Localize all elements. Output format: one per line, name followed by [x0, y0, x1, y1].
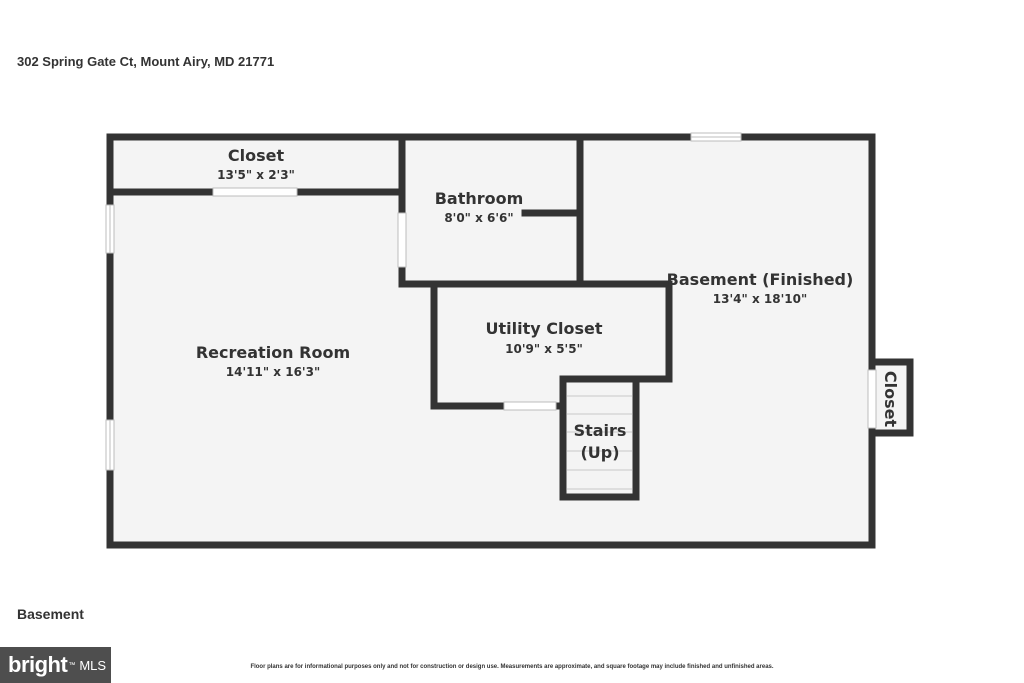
basement-dims: 13'4" x 18'10" [713, 292, 807, 306]
utility-closet-name: Utility Closet [486, 319, 603, 338]
disclaimer-text: Floor plans are for informational purpos… [250, 664, 774, 670]
logo-mls: MLS [79, 657, 107, 673]
recreation-room-dims: 14'11" x 16'3" [226, 365, 320, 379]
basement-name: Basement (Finished) [667, 270, 854, 289]
listing-address: 302 Spring Gate Ct, Mount Airy, MD 21771 [17, 54, 275, 69]
closet-top-name: Closet [228, 146, 285, 165]
side-closet-door-opening [867, 369, 877, 429]
window-lines [109, 136, 741, 470]
stairs-direction: (Up) [580, 443, 619, 462]
utility-closet-dims: 10'9" x 5'5" [505, 342, 583, 356]
side-closet-name: Closet [881, 371, 900, 428]
bathroom-name: Bathroom [435, 189, 524, 208]
closet-top-dims: 13'5" x 2'3" [217, 168, 295, 182]
floor-label: Basement [17, 606, 84, 622]
logo-wordmark: bright [8, 652, 68, 677]
recreation-room-name: Recreation Room [196, 343, 350, 362]
utility-door-opening [503, 401, 557, 411]
floor-area [110, 137, 872, 545]
stair-treads [567, 395, 632, 490]
logo-trademark: ™ [68, 661, 76, 669]
bathroom-dims: 8'0" x 6'6" [444, 211, 513, 225]
stairs-name: Stairs [574, 421, 627, 440]
closet-door-opening [212, 187, 298, 197]
bathroom-door-opening [397, 212, 407, 268]
